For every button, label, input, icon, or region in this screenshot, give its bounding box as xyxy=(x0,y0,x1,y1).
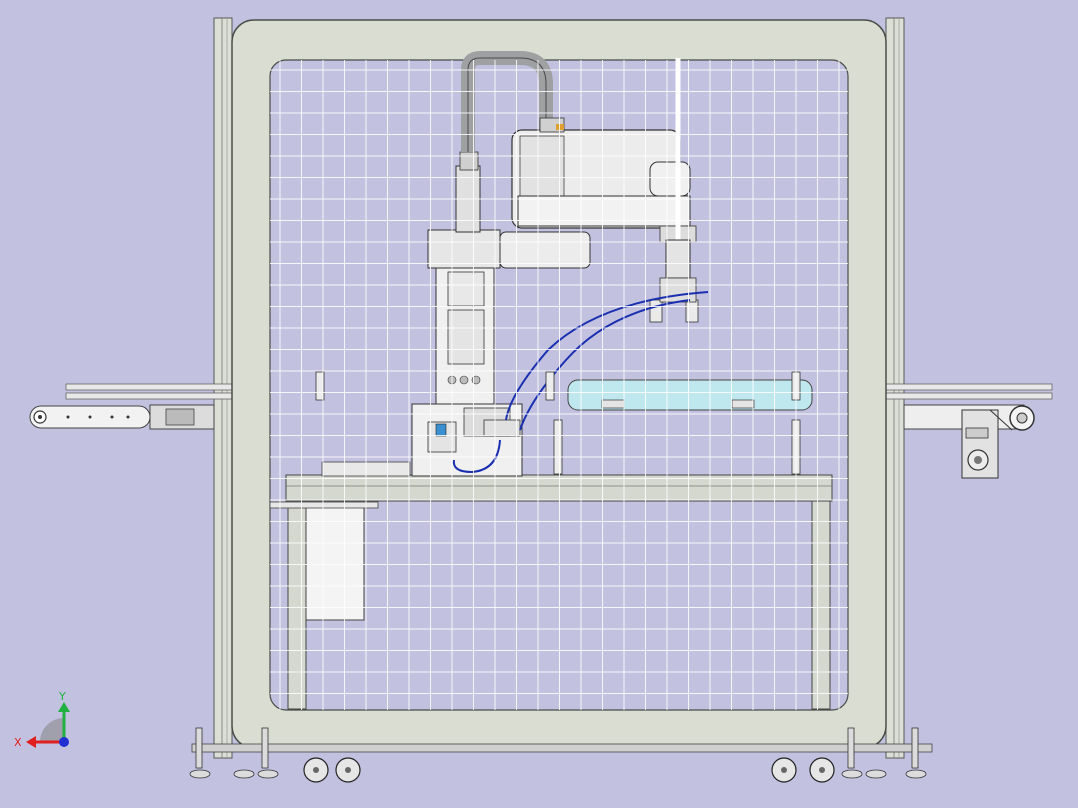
robot-base xyxy=(411,403,523,477)
x-axis-head xyxy=(26,736,36,748)
conveyor-drive-right xyxy=(903,404,1035,479)
conveyor-idler-left xyxy=(29,404,215,430)
view-triad[interactable]: Y X xyxy=(14,690,70,749)
cable-hose xyxy=(461,51,553,152)
y-axis-head xyxy=(58,702,70,712)
wire-mesh xyxy=(270,60,848,710)
triad-plane xyxy=(40,718,64,742)
x-axis-label: X xyxy=(14,736,22,749)
y-axis-label: Y xyxy=(58,690,66,703)
tray xyxy=(567,379,813,411)
pneumatic-tubes xyxy=(452,291,709,474)
z-axis-dot xyxy=(59,737,69,747)
feet-and-casters xyxy=(189,727,933,783)
